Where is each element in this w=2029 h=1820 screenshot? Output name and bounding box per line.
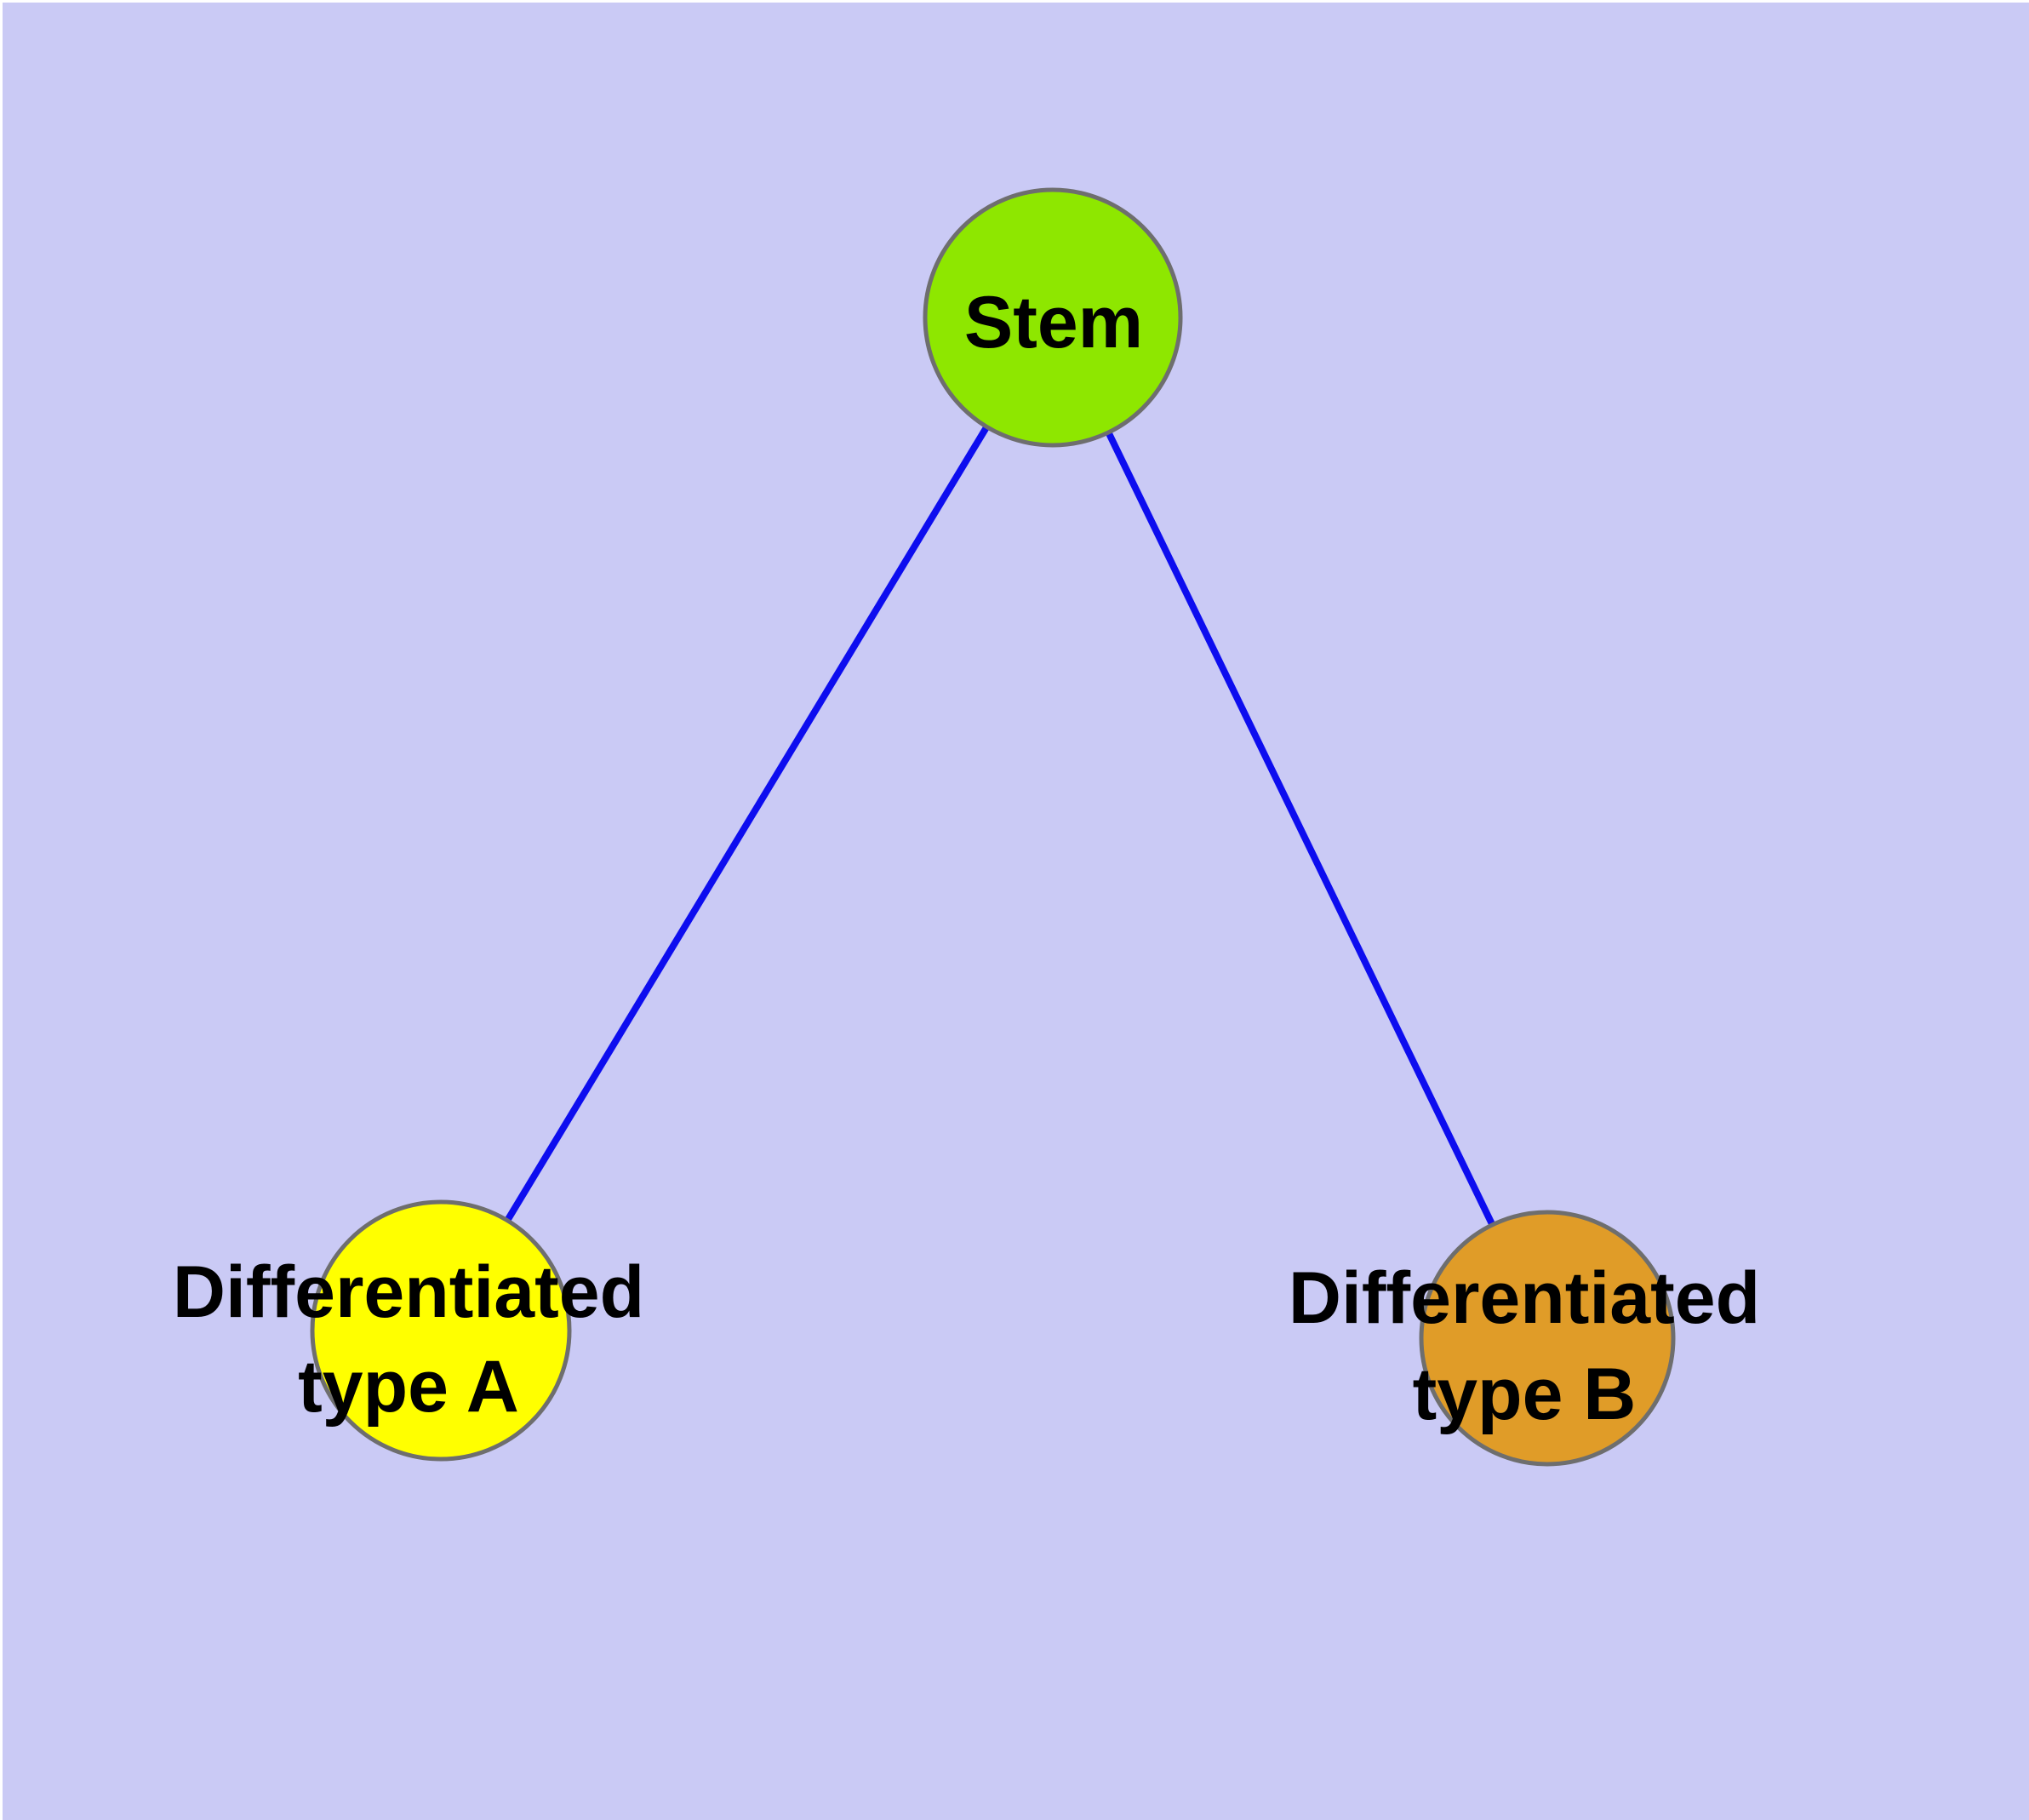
stem-node — [923, 187, 1183, 448]
type-b-node-label-line2: type B — [1413, 1354, 1637, 1435]
type-a-node-label-line2: type A — [298, 1346, 519, 1428]
frame-highlight-left — [0, 0, 3, 1820]
type-b-node-label-line1: Differentiated — [1289, 1257, 1760, 1339]
stem-node-label: Stem — [964, 282, 1143, 363]
type-b-node — [1419, 1210, 1676, 1467]
type-a-node — [310, 1199, 572, 1462]
frame-highlight-top — [0, 0, 2029, 3]
edge-stem-to-type-b — [1049, 316, 1551, 1340]
edge-stem-to-type-a — [437, 315, 1056, 1333]
type-a-node-label-line1: Differentiated — [173, 1251, 644, 1333]
